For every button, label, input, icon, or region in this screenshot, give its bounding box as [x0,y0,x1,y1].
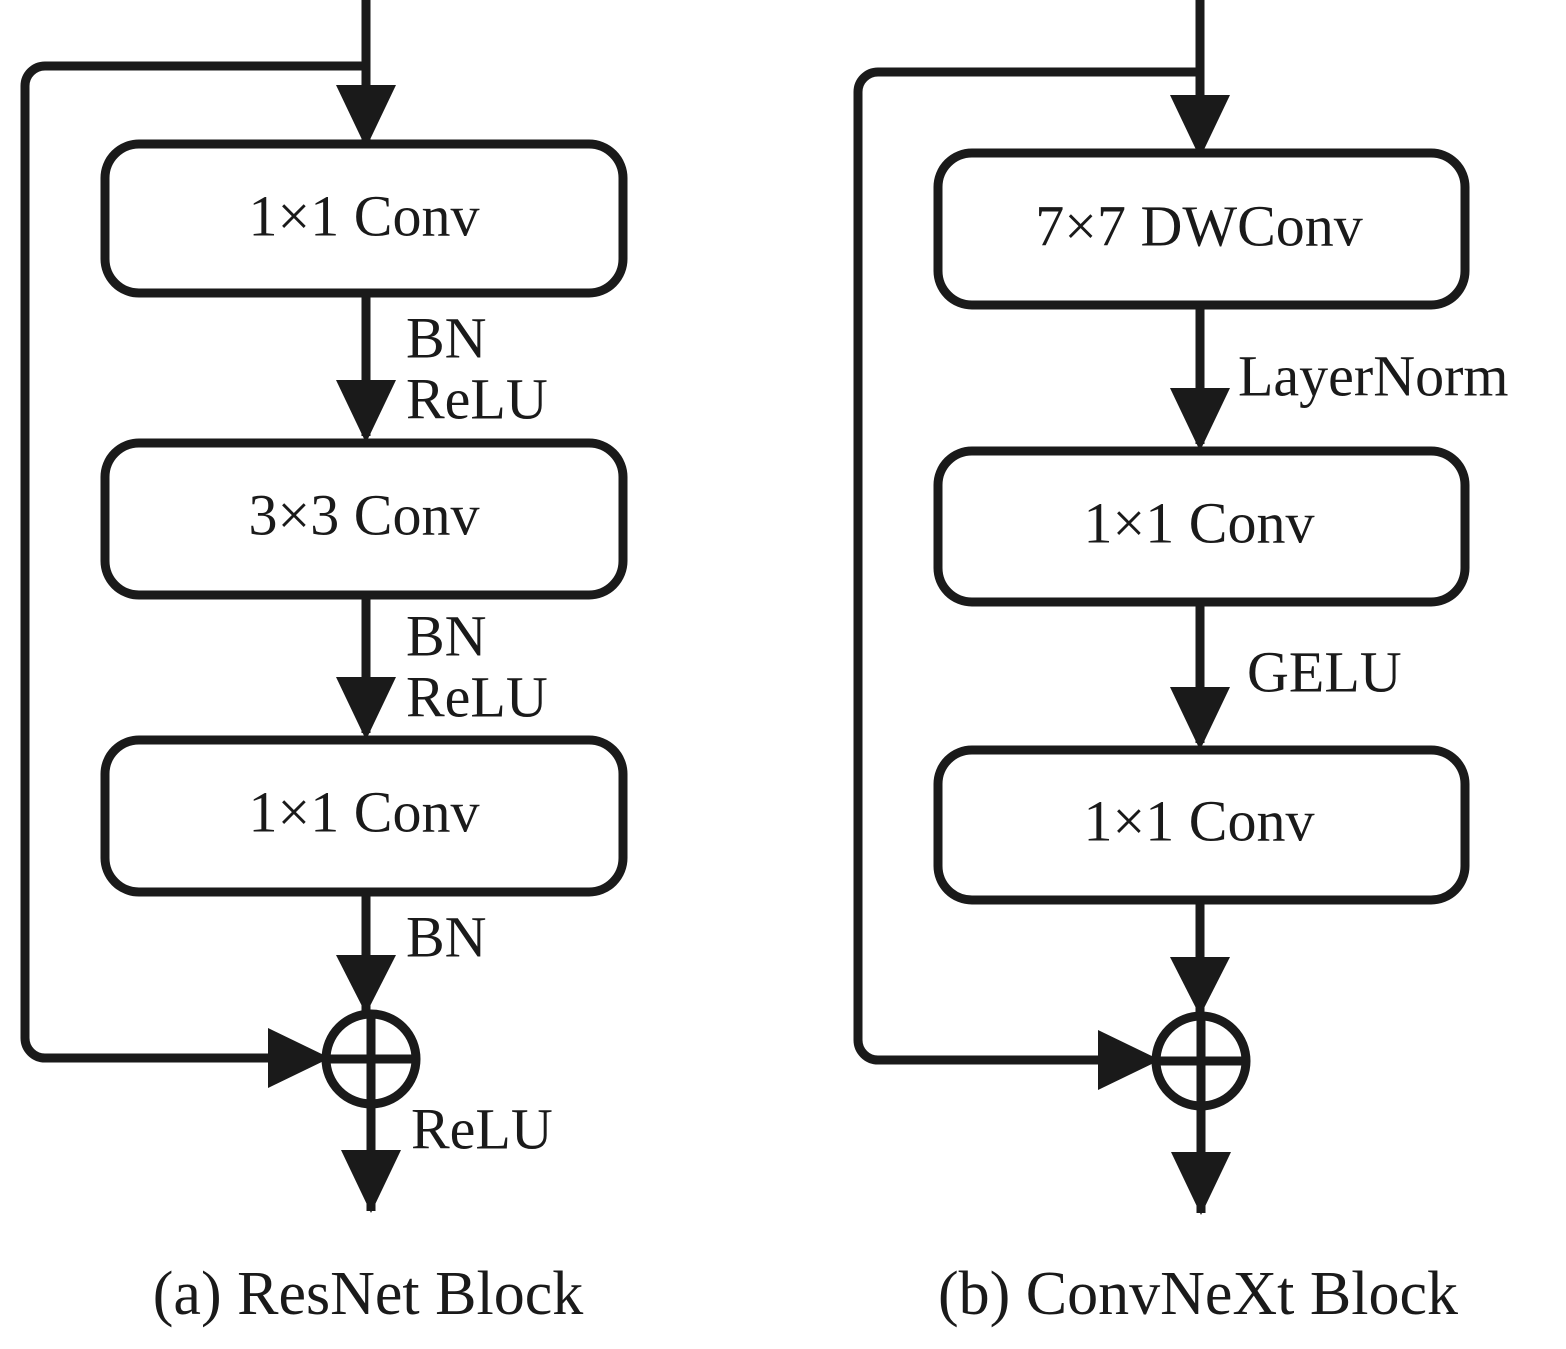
skip-connection-arrow-b [1098,1030,1160,1090]
edge-label-b-gelu: GELU [1247,639,1402,704]
block-b-2-label: 1×1 Conv [1084,490,1315,555]
block-a-3-label: 1×1 Conv [249,779,480,844]
wire-a-2-arrow [336,677,396,740]
edge-label-a-relu-2: ReLU [406,664,548,729]
wire-b-3-arrow [1170,957,1230,1016]
edge-label-a-relu-out: ReLU [411,1096,553,1161]
input-arrow-b [1170,95,1230,158]
skip-connection-arrow-a [268,1028,330,1088]
panel-convnext-block: 7×7 DWConv LayerNorm 1×1 Conv GELU 1×1 C… [853,0,1509,1328]
wire-b-2-arrow [1170,687,1230,750]
caption-convnext-block: (b) ConvNeXt Block [938,1260,1458,1328]
skip-connection-path-a [20,61,366,1063]
block-a-1-label: 1×1 Conv [249,183,480,248]
residual-add-cross-a [326,1014,416,1104]
wire-a-3-arrow [336,955,396,1014]
output-arrow-b [1171,1152,1231,1215]
edge-label-b-layernorm: LayerNorm [1238,343,1509,408]
wire-b-1-arrow [1170,388,1230,451]
edge-label-a-bn-3: BN [406,904,487,969]
edge-label-a-relu-1: ReLU [406,366,548,431]
input-arrow-a [336,85,396,148]
block-b-3-label: 1×1 Conv [1084,788,1315,853]
edge-label-a-bn-2: BN [406,603,487,668]
skip-connection-path-b [853,67,1200,1065]
block-a-2-label: 3×3 Conv [249,482,480,547]
wire-a-1-arrow [336,380,396,443]
caption-resnet-block: (a) ResNet Block [153,1260,583,1328]
output-arrow-a [341,1150,401,1213]
residual-add-cross-b [1156,1016,1246,1106]
edge-label-a-bn-1: BN [406,305,487,370]
panel-resnet-block: 1×1 Conv BN ReLU 3×3 Conv BN ReLU 1×1 Co… [20,0,628,1328]
block-b-1-label: 7×7 DWConv [1035,193,1363,258]
